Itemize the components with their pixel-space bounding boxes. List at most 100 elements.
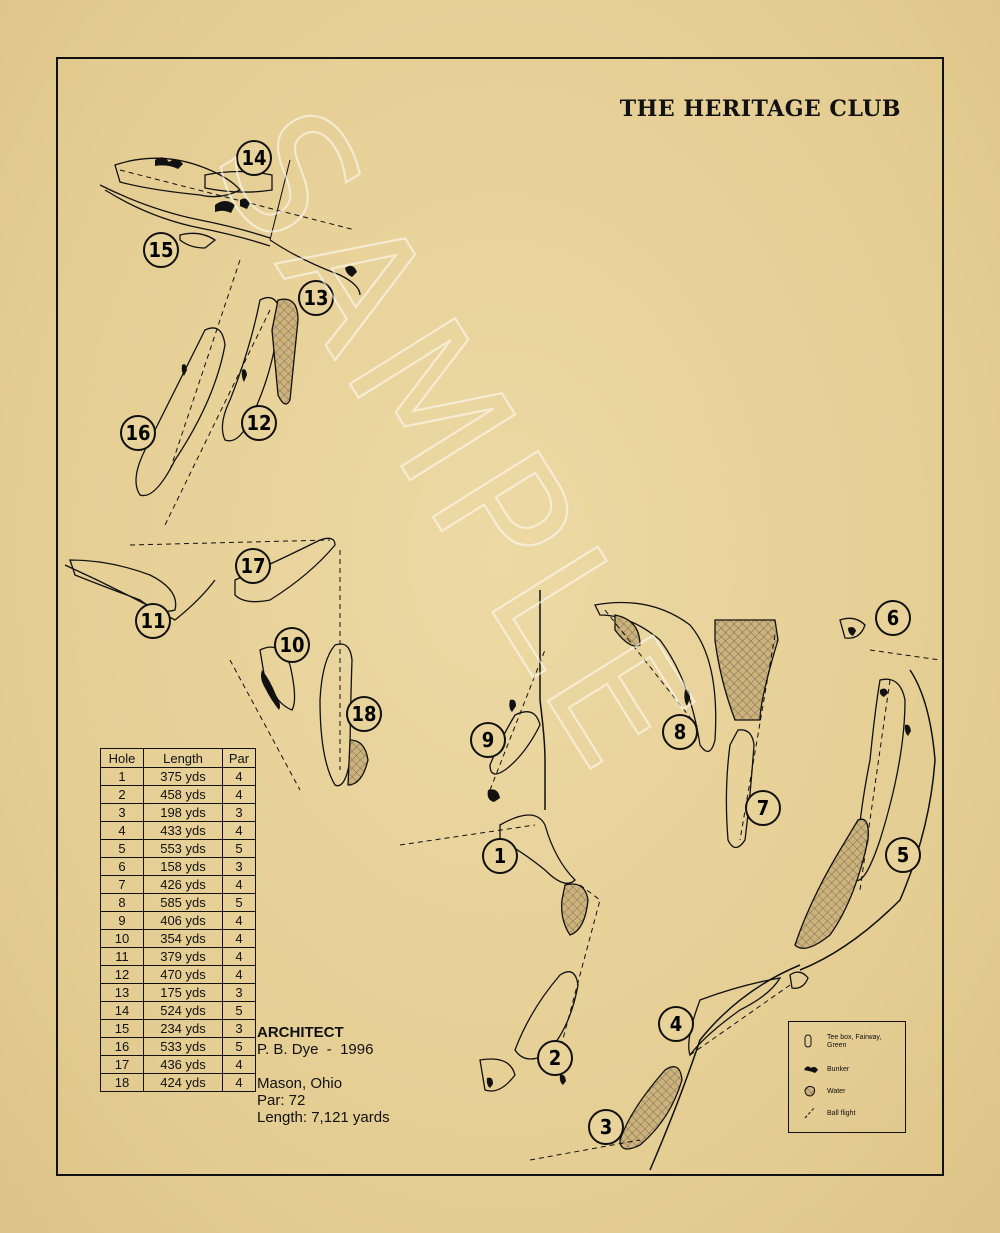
hole-label-3: 3 [600,1115,613,1139]
course-par: Par: 72 [257,1092,306,1109]
hole-marker-6: 6 [875,600,911,636]
scorecard-cell-par: 5 [222,1001,256,1020]
header-par: Par [222,748,256,768]
scorecard-cell-length: 524 yds [143,1001,223,1020]
scorecard-cell-par: 4 [222,1073,256,1092]
hole-label-7: 7 [757,796,770,820]
scorecard-cell-length: 433 yds [143,821,223,840]
scorecard-cell-hole: 10 [100,929,144,948]
hole-label-17: 17 [240,554,265,578]
scorecard-cell-hole: 12 [100,965,144,984]
hole-marker-7: 7 [745,790,781,826]
header-length: Length [143,748,223,768]
scorecard-cell-length: 406 yds [143,911,223,930]
water-icon [804,1085,816,1097]
hole-label-1: 1 [494,844,507,868]
scorecard-cell-length: 458 yds [143,785,223,804]
scorecard-cell-length: 198 yds [143,803,223,822]
hole-marker-13: 13 [298,280,334,316]
scorecard-cell-hole: 1 [100,767,144,786]
course-length: Length: 7,121 yards [257,1109,390,1126]
scorecard-cell-length: 585 yds [143,893,223,912]
scorecard-cell-length: 424 yds [143,1073,223,1092]
hole-marker-17: 17 [235,548,271,584]
scorecard-cell-par: 5 [222,839,256,858]
hole-label-2: 2 [549,1046,562,1070]
architect-name: P. B. Dye - 1996 [257,1041,374,1058]
scorecard-cell-length: 553 yds [143,839,223,858]
map-frame [56,57,944,1176]
scorecard-cell-par: 4 [222,767,256,786]
hole-marker-10: 10 [274,627,310,663]
hole-marker-2: 2 [537,1040,573,1076]
architect-heading: ARCHITECT [257,1024,344,1041]
legend-label-bunker: Bunker [827,1066,850,1073]
scorecard-cell-hole: 16 [100,1037,144,1056]
hole-label-8: 8 [674,720,687,744]
hole-label-13: 13 [303,286,328,310]
hole-marker-18: 18 [346,696,382,732]
hole-label-4: 4 [670,1012,683,1036]
hole-label-15: 15 [148,238,173,262]
scorecard-cell-hole: 6 [100,857,144,876]
scorecard-cell-length: 533 yds [143,1037,223,1056]
scorecard-cell-par: 3 [222,983,256,1002]
scorecard-cell-length: 436 yds [143,1055,223,1074]
scorecard-cell-hole: 2 [100,785,144,804]
scorecard-cell-hole: 5 [100,839,144,858]
hole-label-14: 14 [241,146,266,170]
scorecard-cell-length: 470 yds [143,965,223,984]
scorecard-cell-length: 379 yds [143,947,223,966]
scorecard-cell-length: 234 yds [143,1019,223,1038]
hole-marker-5: 5 [885,837,921,873]
ball-flight-icon [804,1107,815,1119]
map-legend: Tee box, Fairway, Green Bunker Water Bal… [788,1021,906,1133]
scorecard-cell-hole: 8 [100,893,144,912]
course-info: ARCHITECT P. B. Dye - 1996 Mason, Ohio P… [257,1024,390,1126]
scorecard-cell-par: 4 [222,929,256,948]
scorecard-cell-length: 375 yds [143,767,223,786]
scorecard-cell-par: 3 [222,857,256,876]
course-title: THE HERITAGE CLUB [619,96,901,122]
legend-label-water: Water [827,1088,846,1095]
scorecard-cell-hole: 11 [100,947,144,966]
legend-item-ball-flight: Ball flight [804,1107,856,1119]
hole-label-18: 18 [351,702,376,726]
scorecard-cell-length: 426 yds [143,875,223,894]
scorecard-cell-par: 4 [222,821,256,840]
legend-label-ball-flight: Ball flight [827,1110,856,1117]
header-hole: Hole [100,748,144,768]
scorecard-cell-hole: 15 [100,1019,144,1038]
scorecard-cell-hole: 18 [100,1073,144,1092]
hole-marker-14: 14 [236,140,272,176]
scorecard-cell-hole: 13 [100,983,144,1002]
scorecard-cell-hole: 7 [100,875,144,894]
hole-label-10: 10 [279,633,304,657]
scorecard-cell-length: 158 yds [143,857,223,876]
tee-box-icon [804,1034,812,1048]
scorecard-header-row: Hole Length Par [100,748,256,768]
hole-label-9: 9 [482,728,495,752]
hole-marker-12: 12 [241,405,277,441]
scorecard-cell-par: 3 [222,803,256,822]
scorecard-cell-par: 4 [222,785,256,804]
hole-marker-4: 4 [658,1006,694,1042]
scorecard-cell-par: 4 [222,947,256,966]
course-location: Mason, Ohio [257,1075,343,1092]
hole-label-11: 11 [140,609,165,633]
hole-marker-11: 11 [135,603,171,639]
hole-label-6: 6 [887,606,900,630]
legend-item-tee: Tee box, Fairway, Green [804,1034,901,1050]
